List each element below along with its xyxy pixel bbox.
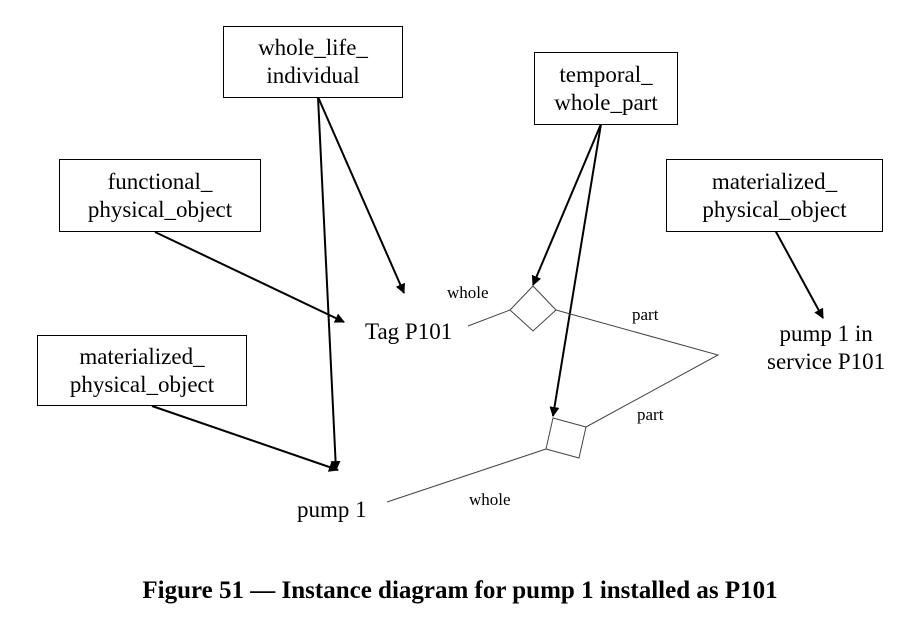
type-box-whole-life-individual: whole_life_ individual — [223, 26, 403, 98]
type-label-line: physical_object — [702, 196, 847, 222]
line-diamond1-to-diamond2 — [555, 309, 720, 428]
role-label-part-top: part — [632, 305, 659, 324]
type-label-line: functional_ — [107, 168, 213, 194]
whole-part-diamond-bottom — [545, 417, 587, 459]
type-box-temporal-whole-part: temporal_ whole_part — [534, 52, 678, 125]
type-label-line: physical_object — [69, 371, 215, 397]
instance-pump-1-in-service: pump 1 in service P101 — [767, 320, 885, 376]
figure-caption: Figure 51 — Instance diagram for pump 1 … — [142, 577, 778, 604]
arrow-materialized-to-service — [774, 229, 824, 319]
whole-part-diamond-top — [509, 285, 557, 332]
arrow-materialized-to-pump1 — [151, 405, 339, 472]
role-label-part-bottom: part — [637, 405, 664, 424]
type-label-line: temporal_ — [559, 61, 653, 87]
type-label-line: materialized_ — [79, 343, 205, 369]
type-box-materialized-physical-object-right: materialized_ physical_object — [666, 159, 883, 232]
arrow-whole-life-to-pump1 — [317, 96, 341, 471]
type-box-materialized-physical-object-left: materialized_ physical_object — [37, 335, 247, 406]
type-label-line: whole_life_ — [258, 35, 368, 60]
arrow-temporal-to-diamond1 — [531, 123, 602, 286]
type-label-line: physical_object — [87, 196, 233, 222]
type-label-line: individual — [266, 63, 360, 88]
instance-pump-1: pump 1 — [297, 497, 367, 522]
instance-label-line: service P101 — [767, 349, 886, 374]
type-label-line: materialized_ — [711, 168, 838, 194]
arrow-temporal-to-diamond2 — [549, 123, 602, 417]
role-label-whole-bottom: whole — [469, 490, 511, 509]
arrow-functional-to-tag — [154, 231, 345, 323]
instance-tag-p101: Tag P101 — [365, 319, 453, 344]
instance-label-line: pump 1 in — [779, 321, 873, 346]
line-tag-to-diamond1 — [467, 309, 511, 327]
type-box-functional-physical-object: functional_ physical_object — [59, 159, 261, 232]
arrow-whole-life-to-tag — [317, 96, 405, 294]
line-pump1-to-diamond2 — [386, 448, 547, 503]
role-label-whole-top: whole — [447, 283, 489, 302]
type-label-line: whole_part — [554, 89, 658, 115]
